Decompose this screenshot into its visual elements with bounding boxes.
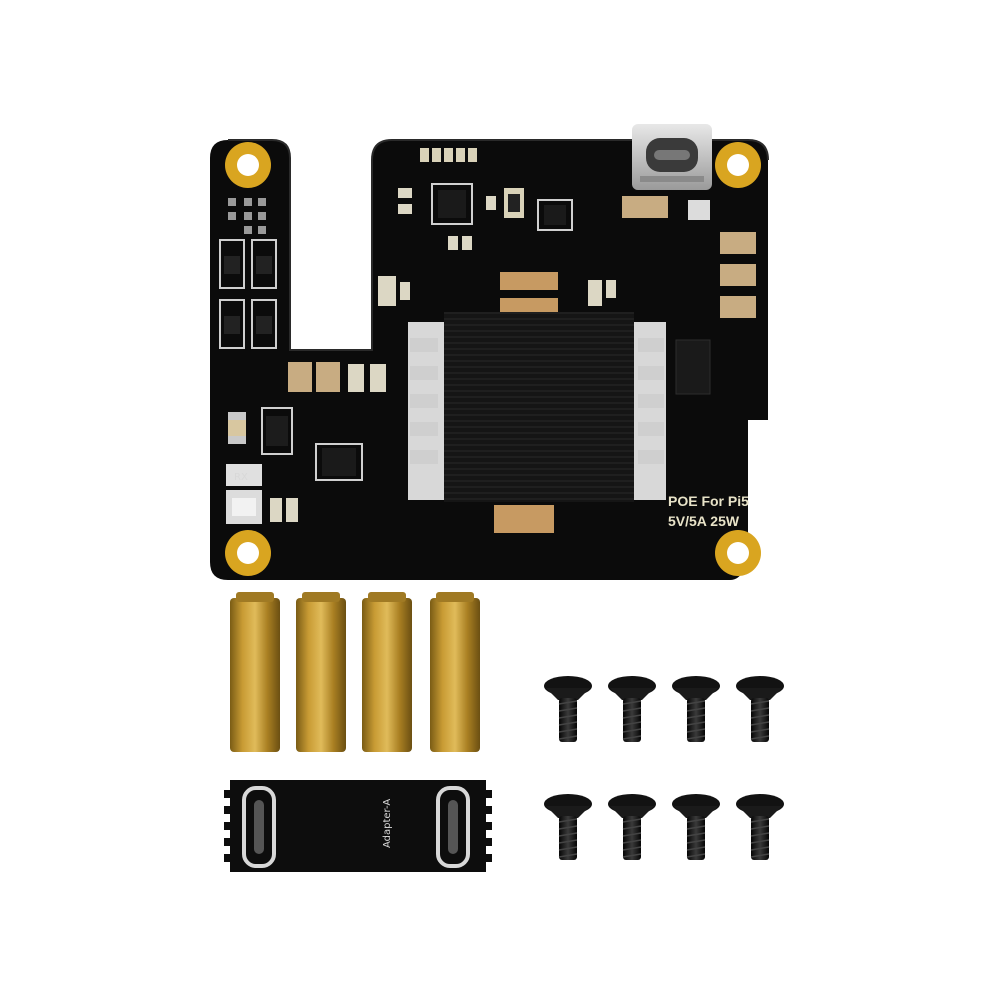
usb-c-port-right bbox=[436, 786, 470, 868]
standoff bbox=[296, 592, 346, 752]
mounting-hole-bottom-left bbox=[225, 530, 271, 576]
smd-resistors-top bbox=[420, 148, 477, 162]
board-rating: 5V/5A 25W bbox=[668, 513, 740, 529]
left-strip-components bbox=[219, 239, 277, 444]
standoff bbox=[230, 592, 280, 752]
standoff bbox=[430, 592, 480, 752]
screw bbox=[672, 794, 720, 860]
mosfet-right bbox=[675, 339, 711, 395]
capacitors bbox=[288, 196, 756, 533]
screw bbox=[544, 794, 592, 860]
screw bbox=[608, 794, 656, 860]
ic-sot-left bbox=[261, 407, 293, 455]
pin-pads bbox=[228, 198, 266, 234]
misc-resistors bbox=[270, 188, 616, 522]
screw bbox=[736, 794, 784, 860]
adapter-label: Adapter-A bbox=[382, 799, 393, 848]
usb-c-port bbox=[632, 124, 712, 190]
brass-standoffs bbox=[230, 592, 480, 752]
ic-qfn-top bbox=[431, 183, 473, 225]
mounting-hole-top-left bbox=[225, 142, 271, 188]
poe-hat-board: RX bbox=[210, 124, 769, 580]
mounting-hole-bottom-right bbox=[715, 530, 761, 576]
mounting-hole-top-right bbox=[715, 142, 761, 188]
board-title: POE For Pi5 bbox=[668, 493, 749, 509]
rx-led: RX bbox=[226, 464, 262, 486]
screw bbox=[736, 676, 784, 742]
standoff bbox=[362, 592, 412, 752]
usb-c-adapter-board: Adapter-A bbox=[224, 780, 492, 872]
screw bbox=[608, 676, 656, 742]
ic-qfn-bottom bbox=[315, 443, 363, 481]
usb-c-port-left bbox=[242, 786, 276, 868]
tx-led bbox=[226, 490, 262, 524]
svg-text:RX: RX bbox=[234, 472, 248, 483]
screw bbox=[672, 676, 720, 742]
ic-small-top-right bbox=[537, 199, 573, 231]
crystal-oscillator bbox=[504, 188, 524, 218]
screw bbox=[544, 676, 592, 742]
screws bbox=[544, 676, 784, 860]
heatsink bbox=[408, 312, 666, 502]
